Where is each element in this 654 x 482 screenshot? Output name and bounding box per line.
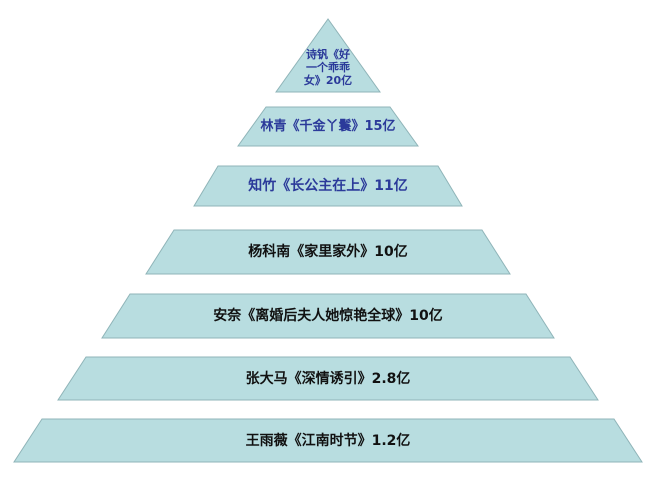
pyramid-tier-1	[275, 18, 381, 93]
tier-label-7: 王雨薇《江南时节》1.2亿	[245, 432, 411, 449]
pyramid-tier-6	[57, 356, 599, 401]
tier-label-3: 知竹《长公主在上》11亿	[248, 178, 408, 194]
tier-label-4: 杨科南《家里家外》10亿	[248, 244, 408, 260]
tier-label-1: 诗钒《好一个乖乖女》20亿	[303, 47, 353, 87]
pyramid-tier-2	[237, 106, 419, 147]
pyramid-tier-3	[193, 165, 463, 207]
pyramid-tier-4	[145, 229, 511, 275]
tier-label-5: 安奈《离婚后夫人她惊艳全球》10亿	[213, 308, 443, 324]
pyramid-tier-7	[13, 418, 643, 463]
tier-label-6: 张大马《深情诱引》2.8亿	[245, 370, 411, 387]
tier-label-2: 林青《千金丫鬟》15亿	[260, 118, 396, 134]
pyramid-tier-5	[101, 293, 555, 339]
